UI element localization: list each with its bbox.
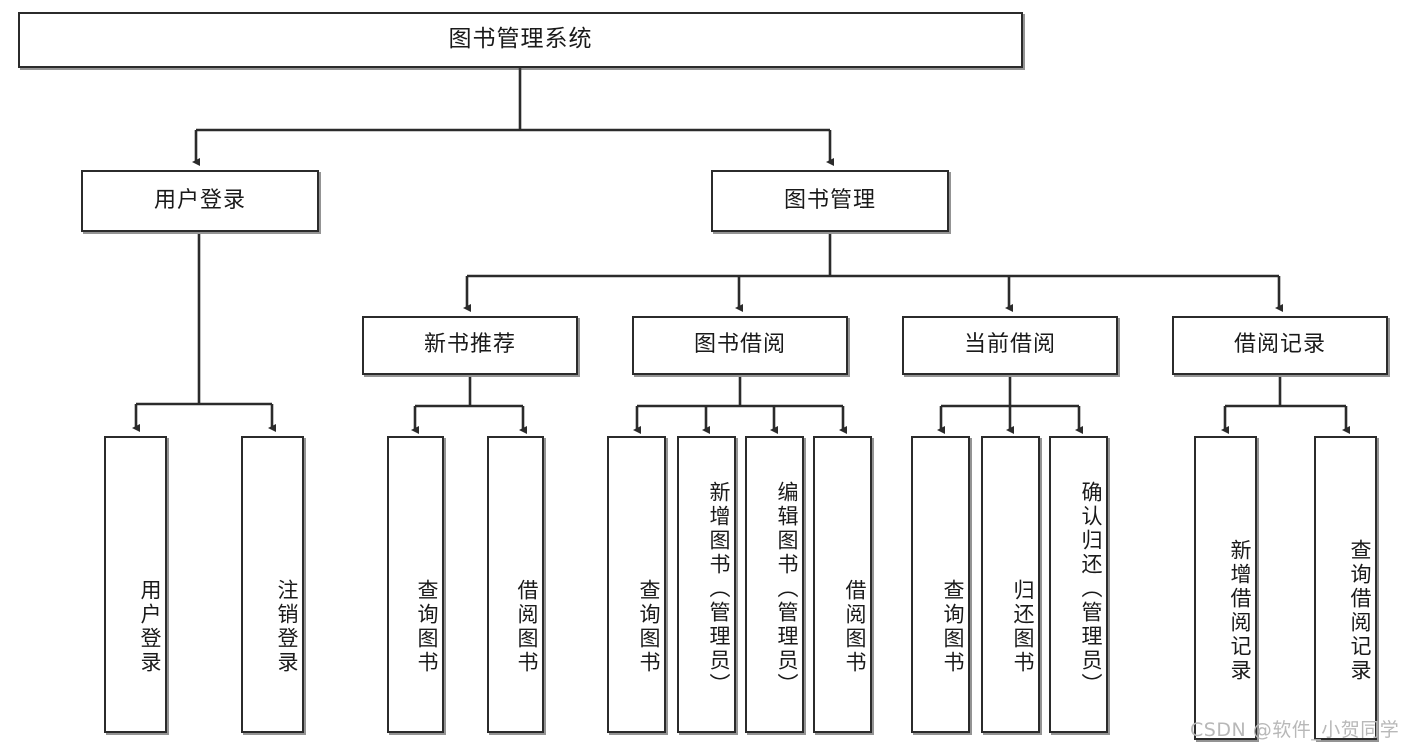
leaf-new-book-query[interactable]: 查询图书 [387,436,444,733]
leaf-borrow-record-query[interactable]: 查询借阅记录 [1314,436,1377,740]
leaf-book-borrow-edit-admin[interactable]: 编辑图书（管理员） [745,436,804,733]
node-book-management[interactable]: 图书管理 [711,170,949,232]
node-new-book-recommend[interactable]: 新书推荐 [362,316,578,375]
leaf-borrow-record-add[interactable]: 新增借阅记录 [1194,436,1257,740]
leaf-current-borrow-query[interactable]: 查询图书 [911,436,970,733]
node-user-login[interactable]: 用户登录 [81,170,319,232]
leaf-book-borrow-query[interactable]: 查询图书 [607,436,666,733]
leaf-current-borrow-return[interactable]: 归还图书 [981,436,1040,733]
node-book-borrow[interactable]: 图书借阅 [632,316,848,375]
leaf-book-borrow-borrow[interactable]: 借阅图书 [813,436,872,733]
node-root-system[interactable]: 图书管理系统 [18,12,1023,68]
leaf-current-borrow-confirm-admin[interactable]: 确认归还（管理员） [1049,436,1108,733]
node-borrow-record[interactable]: 借阅记录 [1172,316,1388,375]
leaf-new-book-borrow[interactable]: 借阅图书 [487,436,544,733]
leaf-user-login-login[interactable]: 用户登录 [104,436,167,733]
node-current-borrow[interactable]: 当前借阅 [902,316,1118,375]
leaf-user-login-logout[interactable]: 注销登录 [241,436,304,733]
leaf-book-borrow-add-admin[interactable]: 新增图书（管理员） [677,436,736,733]
